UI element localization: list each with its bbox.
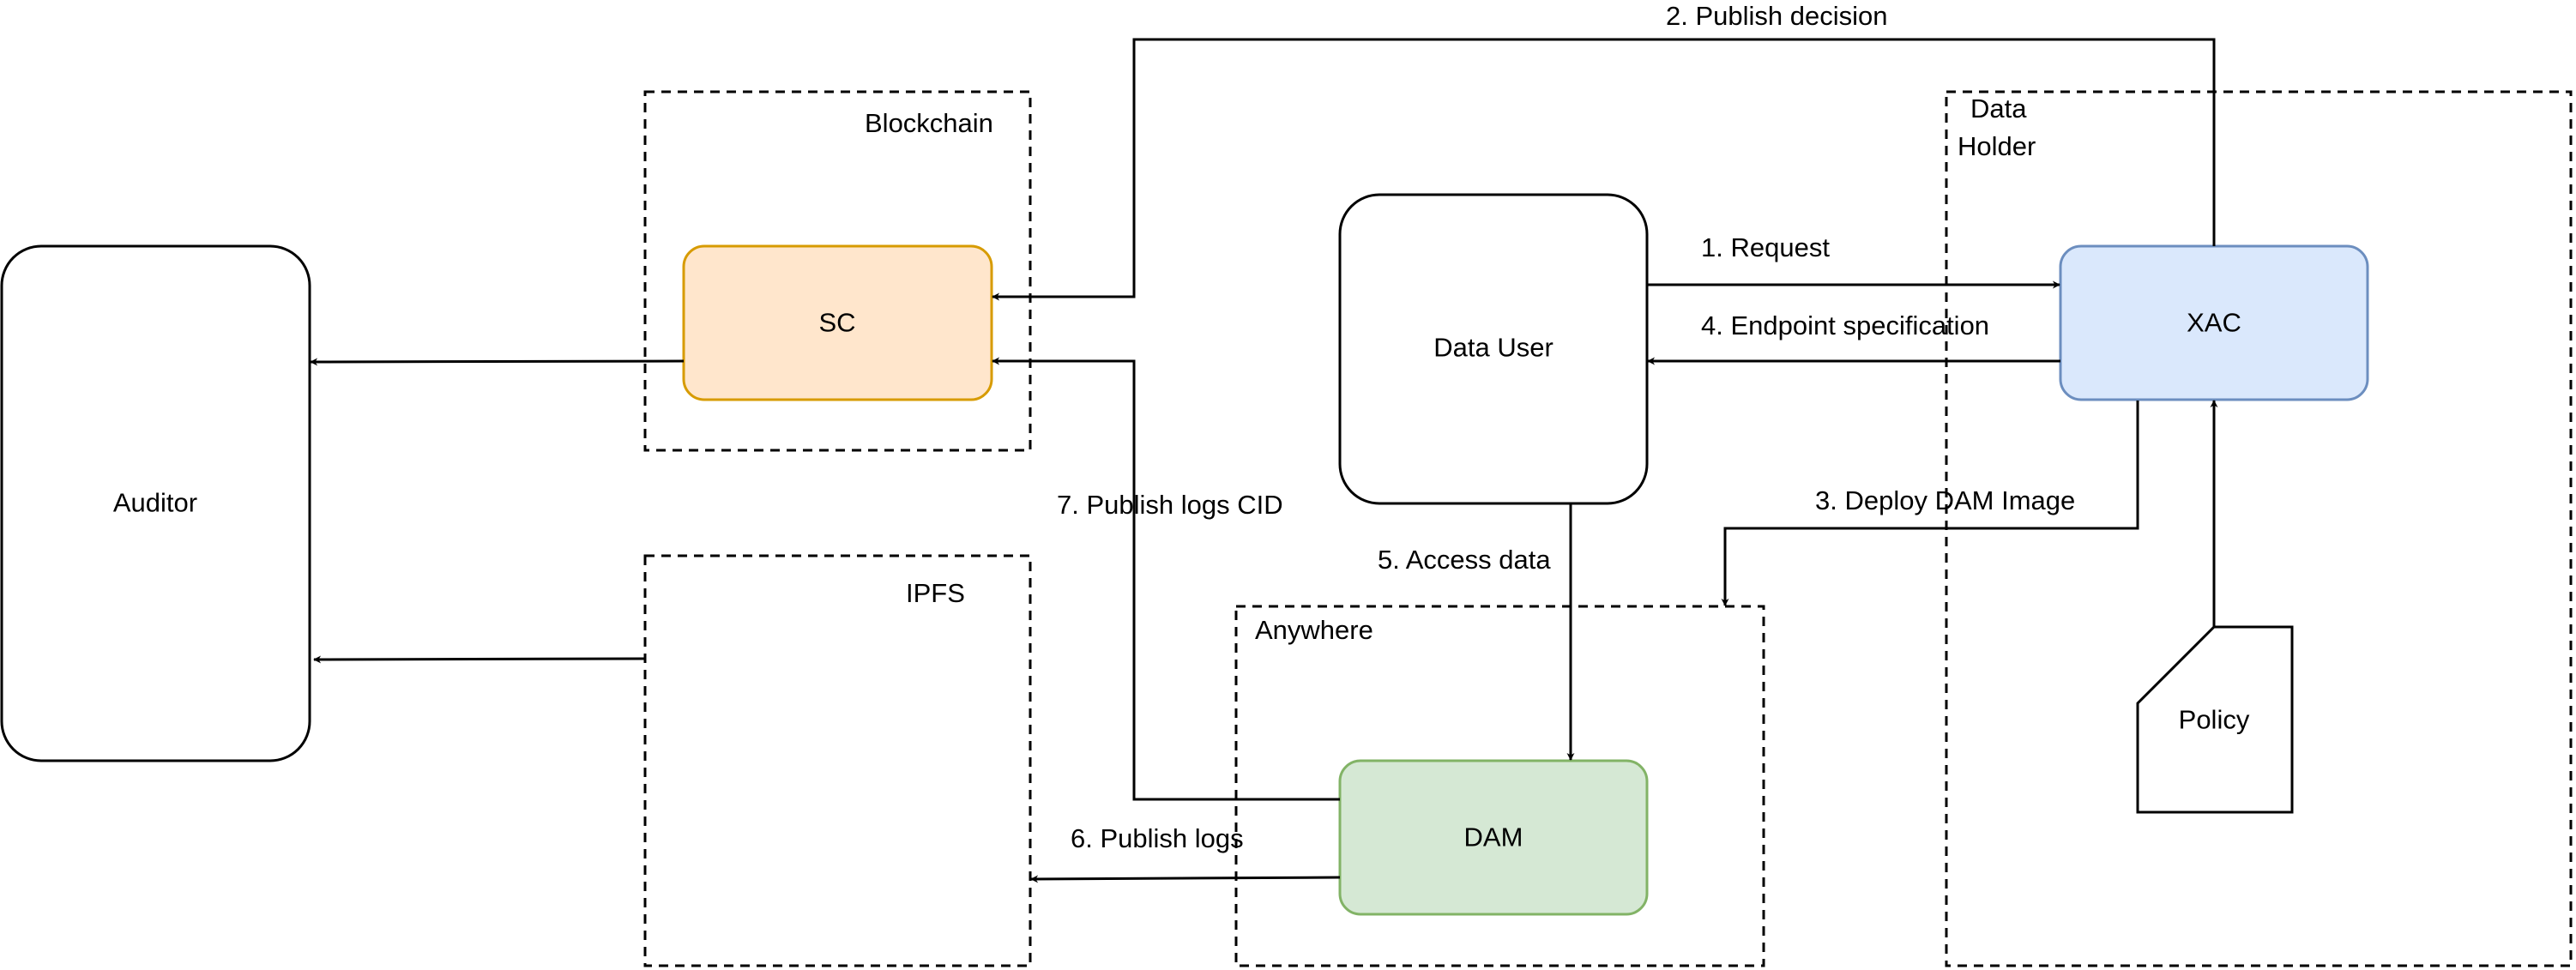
node-dam[interactable]: DAM: [1338, 759, 1649, 916]
publish-decision-label: 2. Publish decision: [1666, 1, 1888, 31]
publish-decision-arrow: [992, 38, 2216, 301]
group-blockchain: Blockchain: [643, 90, 1032, 452]
data-user-box[interactable]: [1338, 193, 1649, 505]
group-data-holder: Data Holder: [1945, 90, 2573, 967]
edge-publish-logs-cid: 7. Publish logs CID: [992, 357, 1340, 801]
dam-label: DAM: [1464, 822, 1523, 853]
group-ipfs: IPFS: [643, 554, 1032, 967]
sc-label: SC: [818, 308, 855, 338]
publish-logs-cid-label: 7. Publish logs CID: [1057, 490, 1283, 520]
edge-publish-decision: 2. Publish decision: [992, 1, 2216, 301]
edge-deploy-dam-image: 3. Deploy DAM Image: [1721, 401, 2139, 606]
sc-box[interactable]: [682, 244, 993, 401]
policy-card-shape[interactable]: [2136, 625, 2294, 814]
blockchain-label: Blockchain: [865, 108, 993, 138]
edge-publish-logs: 6. Publish logs: [1030, 823, 1341, 883]
dam-box[interactable]: [1338, 759, 1649, 916]
blockchain-container: [643, 90, 1032, 452]
access-data-label: 5. Access data: [1378, 545, 1551, 575]
publish-logs-label: 6. Publish logs: [1071, 823, 1244, 853]
node-auditor[interactable]: Auditor: [0, 244, 311, 762]
publish-logs-arrow: [1030, 875, 1341, 883]
edge-request: 1. Request: [1647, 232, 2060, 289]
ipfs-container: [643, 554, 1032, 967]
data-holder-label-line1: Data: [1970, 93, 2027, 124]
deploy-dam-image-arrow: [1721, 401, 2139, 606]
ipfs-to-auditor-arrow: [313, 655, 646, 664]
endpoint-specification-label: 4. Endpoint specification: [1701, 310, 1989, 340]
node-sc[interactable]: SC: [682, 244, 993, 401]
anywhere-container: [1234, 605, 1765, 967]
anywhere-label: Anywhere: [1255, 615, 1373, 645]
publish-logs-cid-arrow: [992, 357, 1340, 801]
auditor-label: Auditor: [113, 488, 197, 518]
auditor-box[interactable]: [0, 244, 311, 762]
data-user-label: Data User: [1433, 333, 1553, 363]
node-xac[interactable]: XAC: [2059, 244, 2369, 401]
edge-sc-to-auditor: [310, 358, 685, 366]
sc-to-auditor-arrow: [310, 358, 685, 366]
edge-access-data: 5. Access data: [1378, 503, 1575, 761]
edge-endpoint-specification: 4. Endpoint specification: [1647, 310, 2060, 365]
policy-label: Policy: [2179, 705, 2250, 735]
node-data-user[interactable]: Data User: [1338, 193, 1649, 505]
node-policy[interactable]: Policy: [2136, 625, 2294, 814]
xac-label: XAC: [2187, 308, 2241, 338]
deploy-dam-image-label: 3. Deploy DAM Image: [1815, 485, 2075, 515]
request-label: 1. Request: [1701, 232, 1830, 262]
group-anywhere: Anywhere: [1234, 605, 1765, 967]
ipfs-label: IPFS: [906, 578, 965, 608]
data-holder-label-line2: Holder: [1958, 131, 2036, 161]
edge-ipfs-to-auditor: [313, 655, 646, 664]
